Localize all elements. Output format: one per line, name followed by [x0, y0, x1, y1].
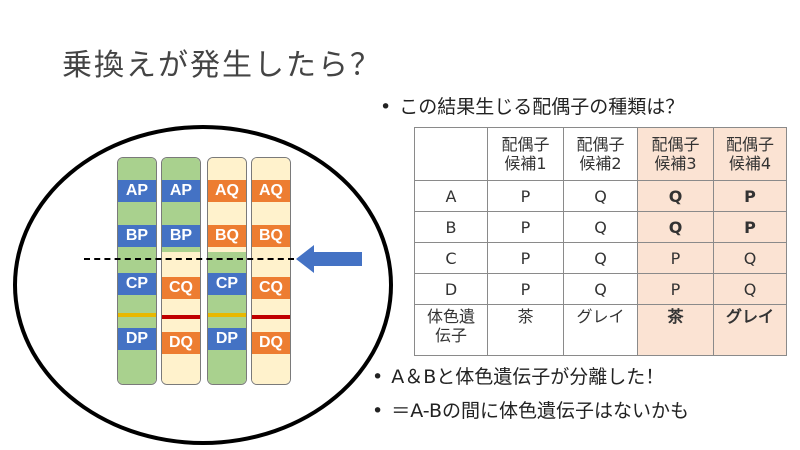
gene-band-cp: CP	[118, 273, 156, 295]
row-label: C	[415, 243, 488, 274]
table-row: A P Q Q P	[415, 181, 787, 212]
body-color-gene-marker	[208, 313, 246, 317]
table-cell: Q	[564, 181, 638, 212]
body-color-gene-marker	[118, 313, 156, 317]
table-cell: 茶	[638, 305, 714, 356]
table-row: 体色遺伝子 茶 グレイ 茶 グレイ	[415, 305, 787, 356]
table-cell: P	[714, 212, 787, 243]
table-cell: P	[488, 212, 564, 243]
table-cell: Q	[564, 274, 638, 305]
table-cell: P	[638, 243, 714, 274]
table-cell: P	[488, 274, 564, 305]
table-header-cell: 配偶子候補1	[488, 128, 564, 181]
gene-band-cp: CP	[208, 273, 246, 295]
table-row: B P Q Q P	[415, 212, 787, 243]
table-header-cell	[415, 128, 488, 181]
header-label: 配偶子候補4	[726, 135, 774, 173]
table-cell: 茶	[488, 305, 564, 356]
gene-band-ap: AP	[118, 180, 156, 202]
table-cell: Q	[714, 243, 787, 274]
gene-band-ap: AP	[162, 180, 200, 202]
table-header-cell: 配偶子候補4	[714, 128, 787, 181]
chromosome-segment	[118, 252, 156, 385]
table-cell: P	[714, 181, 787, 212]
gene-band-aq: AQ	[208, 180, 246, 202]
left-arrow-icon	[296, 244, 362, 274]
gene-band-aq: AQ	[252, 180, 290, 202]
row-label: 体色遺伝子	[415, 305, 488, 356]
table-cell: P	[488, 243, 564, 274]
gamete-table: 配偶子候補1 配偶子候補2 配偶子候補3 配偶子候補4 A P Q Q P B …	[414, 127, 787, 356]
header-label: 配偶子候補3	[651, 135, 699, 173]
table-cell: Q	[714, 274, 787, 305]
crossover-line	[84, 258, 294, 260]
chromosome: AQ BQ CP DP	[207, 157, 247, 385]
table-cell: Q	[638, 212, 714, 243]
gene-band-dp: DP	[208, 328, 246, 350]
table-header-cell: 配偶子候補2	[564, 128, 638, 181]
table-cell: グレイ	[714, 305, 787, 356]
table-header-cell: 配偶子候補3	[638, 128, 714, 181]
table-cell: Q	[638, 181, 714, 212]
row-label-text: 体色遺伝子	[427, 307, 475, 345]
gene-band-cq: CQ	[162, 277, 200, 299]
gene-band-dp: DP	[118, 328, 156, 350]
row-label: D	[415, 274, 488, 305]
table-cell: P	[638, 274, 714, 305]
table-cell: Q	[564, 212, 638, 243]
row-label: B	[415, 212, 488, 243]
table-row: D P Q P Q	[415, 274, 787, 305]
cell-outline	[13, 125, 393, 445]
header-label: 配偶子候補1	[501, 135, 549, 173]
gene-band-bq: BQ	[208, 225, 246, 247]
table-cell: グレイ	[564, 305, 638, 356]
gene-band-bp: BP	[162, 225, 200, 247]
chromosome: AQ BQ CQ DQ	[251, 157, 291, 385]
table-row: C P Q P Q	[415, 243, 787, 274]
table-cell: P	[488, 181, 564, 212]
question-bullet: この結果生じる配偶子の種類は？	[380, 92, 684, 119]
gene-band-dq: DQ	[252, 332, 290, 354]
chromosome: AP BP CQ DQ	[161, 157, 201, 385]
table-header-row: 配偶子候補1 配偶子候補2 配偶子候補3 配偶子候補4	[415, 128, 787, 181]
chromosome-segment	[208, 252, 246, 385]
header-label: 配偶子候補2	[576, 135, 624, 173]
chromosome: AP BP CP DP	[117, 157, 157, 385]
gene-band-cq: CQ	[252, 277, 290, 299]
slide-title: 乗換えが発生したら？	[62, 40, 382, 84]
gene-band-dq: DQ	[162, 332, 200, 354]
conclusion-bullet-2: ＝A-Bの間に体色遺伝子はないかも	[372, 396, 689, 423]
body-color-gene-marker	[162, 315, 200, 319]
gene-band-bp: BP	[118, 225, 156, 247]
gene-band-bq: BQ	[252, 225, 290, 247]
body-color-gene-marker	[252, 315, 290, 319]
conclusion-bullet-1: A＆Bと体色遺伝子が分離した！	[372, 362, 664, 389]
row-label: A	[415, 181, 488, 212]
table-cell: Q	[564, 243, 638, 274]
